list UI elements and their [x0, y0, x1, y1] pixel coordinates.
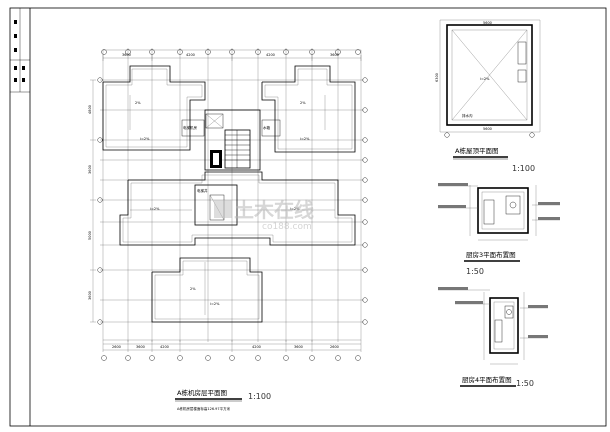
- left-wing-roof: 2% i=2%: [102, 65, 206, 151]
- grid-axes-vertical: [127, 48, 339, 342]
- bottom-block: 2% i=2%: [151, 257, 263, 323]
- dimension-chain-bottom: [102, 340, 362, 352]
- dimension-chain-top: [102, 55, 362, 61]
- svg-text:排水沟: 排水沟: [462, 113, 473, 118]
- dim-top-1: 3600: [122, 53, 131, 57]
- roof-plan-title: A栋屋顶平面图: [455, 146, 498, 155]
- core-stair-elevator: 电梯机房 水箱: [181, 109, 281, 171]
- grid-bubbles-top: [101, 49, 361, 55]
- roof-plan: i=2% 排水沟 5600 5600 6300 A栋屋顶平面图 1:100: [435, 19, 541, 173]
- svg-text:i=2%: i=2%: [300, 137, 310, 141]
- main-plan-title: A栋机房层平面图: [177, 388, 227, 397]
- dim-left-2: 3600: [88, 165, 92, 174]
- kitchen-4-scale: 1:50: [516, 379, 534, 388]
- dim-left-3: 5000: [88, 231, 92, 240]
- svg-text:2%: 2%: [190, 287, 196, 291]
- dim-bottom-4: 4200: [252, 345, 261, 349]
- roof-plan-scale: 1:100: [512, 164, 535, 173]
- svg-text:2%: 2%: [300, 101, 306, 105]
- svg-text:电梯机房: 电梯机房: [183, 125, 197, 130]
- roof-dim-bottom: 5600: [483, 127, 492, 131]
- grid-bubbles-bottom: [101, 355, 361, 361]
- kitchen-4-title: 厨房4平面布置图: [462, 375, 512, 384]
- dim-bottom-2: 3600: [136, 345, 145, 349]
- kitchen-3-scale: 1:50: [466, 267, 484, 276]
- kitchen-3-detail: 厨房3平面布置图 1:50: [438, 183, 560, 276]
- roof-dim-left: 6300: [435, 73, 439, 82]
- dimension-chain-left: [90, 79, 96, 323]
- dim-left-4: 3600: [88, 291, 92, 300]
- svg-text:i=2%: i=2%: [150, 207, 160, 211]
- svg-text:水箱: 水箱: [263, 125, 271, 130]
- kitchen-4-detail: 厨房4平面布置图 1:50: [438, 287, 548, 388]
- main-plan-note: A栋机房层楼面标高126.97平方米: [177, 406, 231, 411]
- dim-bottom-6: 2600: [330, 345, 339, 349]
- svg-text:i=2%: i=2%: [210, 302, 220, 306]
- dim-left-1: 4800: [88, 105, 92, 114]
- svg-text:i=2%: i=2%: [140, 137, 150, 141]
- svg-text:2%: 2%: [135, 101, 141, 105]
- dim-bottom-1: 2600: [112, 345, 121, 349]
- dim-bottom-5: 3600: [294, 345, 303, 349]
- main-plan-scale: 1:100: [248, 392, 271, 401]
- dim-top-3: 4200: [266, 53, 275, 57]
- grid-bubbles-right: [362, 77, 368, 325]
- dim-bottom-3: 4200: [160, 345, 169, 349]
- roof-dim-top: 5600: [483, 21, 492, 25]
- svg-text:i=2%: i=2%: [480, 77, 490, 81]
- svg-text:电梯井: 电梯井: [197, 188, 208, 193]
- watermark: 土木在线 co188.com: [214, 198, 314, 232]
- watermark-main: 土木在线: [234, 198, 314, 222]
- right-wing-roof: 2% i=2%: [261, 65, 356, 153]
- dim-top-4: 3600: [330, 53, 339, 57]
- grid-bubbles-left: [97, 77, 103, 325]
- title-strip: [10, 8, 30, 93]
- watermark-sub: co188.com: [262, 222, 312, 232]
- svg-text:i=2%: i=2%: [290, 207, 300, 211]
- kitchen-3-title: 厨房3平面布置图: [466, 250, 516, 259]
- sheet-border: [9, 7, 607, 427]
- dim-top-2: 4200: [186, 53, 195, 57]
- main-floor-plan: 2% i=2% 2% i=2%: [88, 48, 368, 411]
